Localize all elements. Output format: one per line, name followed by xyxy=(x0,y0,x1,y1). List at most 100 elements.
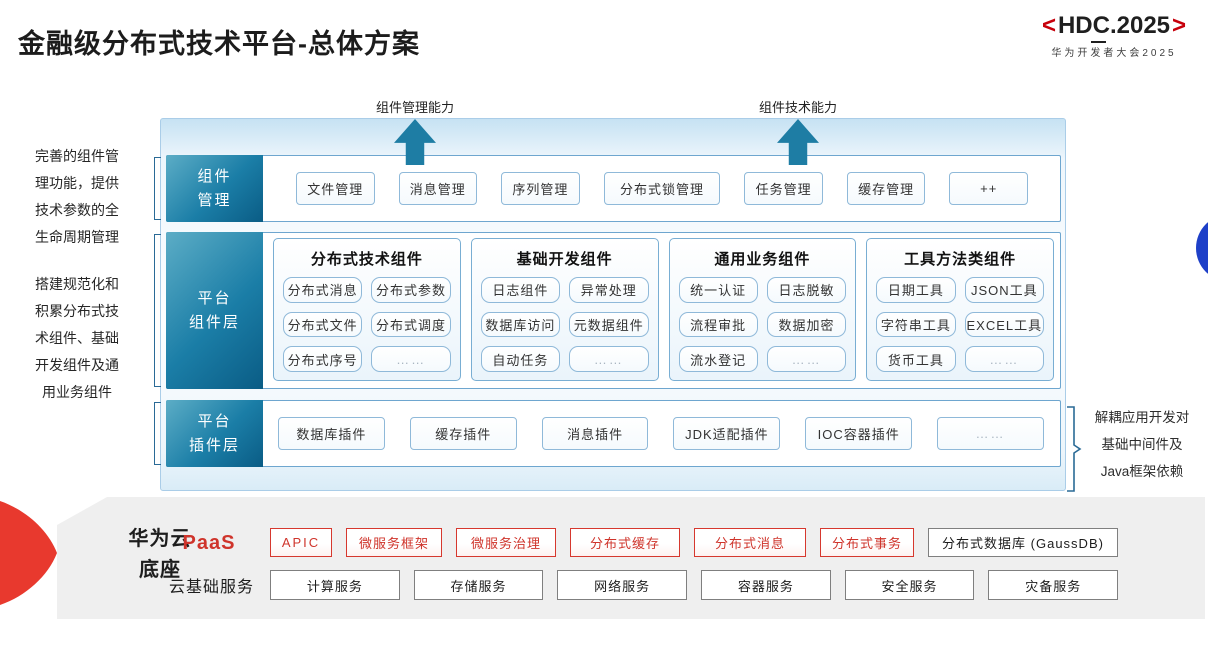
paas-item-gaussdb: 分布式数据库 (GaussDB) xyxy=(928,528,1118,557)
right-note-brace xyxy=(1066,406,1082,497)
right-note-line: Java框架依赖 xyxy=(1100,464,1184,479)
column-grid: 日期工具 JSON工具 字符串工具 EXCEL工具 货币工具 …… xyxy=(876,277,1044,372)
paas-item: 分布式消息 xyxy=(694,528,806,557)
plugin-item: 数据库插件 xyxy=(278,417,385,450)
layer-label-line: 插件层 xyxy=(188,436,240,454)
cloud-service-item: 安全服务 xyxy=(844,570,975,600)
right-note-decoupling: 解耦应用开发对 基础中间件及 Java框架依赖 xyxy=(1080,404,1204,485)
logo-subtitle: 华为开发者大会2025 xyxy=(1051,48,1177,59)
component-item: 日志脱敏 xyxy=(766,277,847,303)
component-item: 分布式参数 xyxy=(371,277,451,303)
component-item: 字符串工具 xyxy=(876,311,956,338)
left-note-management: 完善的组件管理功能，提供技术参数的全生命周期管理 xyxy=(35,148,119,245)
component-item-ellipsis: …… xyxy=(371,346,451,372)
up-arrow-icon xyxy=(777,119,819,165)
paas-item: 微服务治理 xyxy=(456,528,556,557)
page-title: 金融级分布式技术平台-总体方案 xyxy=(18,29,420,59)
plugin-item: 消息插件 xyxy=(541,417,649,450)
column-common-business: 通用业务组件 统一认证 日志脱敏 流程审批 数据加密 流水登记 …… xyxy=(668,238,857,381)
plugin-item: IOC容器插件 xyxy=(805,417,913,450)
cloud-service-item: 灾备服务 xyxy=(988,570,1119,600)
layer-label-component-management: 组件 管理 xyxy=(166,155,263,222)
layer-label-line: 平台 xyxy=(197,289,232,307)
component-item: 数据加密 xyxy=(766,311,847,338)
huawei-cloud-base-label: 华为云 底座 xyxy=(127,524,193,586)
cloud-service-item: 存储服务 xyxy=(413,570,544,600)
layer-label-platform-components: 平台 组件层 xyxy=(166,232,263,389)
huawei-cloud-foundation: 华为云 底座 PaaS 云基础服务 APIC 微服务框架 微服务治理 分布式缓存… xyxy=(57,497,1205,619)
right-note-line: 解耦应用开发对 xyxy=(1094,410,1190,425)
logo-title: HDC.2025 xyxy=(1056,12,1172,43)
paas-item: APIC xyxy=(270,528,332,557)
plugin-items: 数据库插件 缓存插件 消息插件 JDK适配插件 IOC容器插件 …… xyxy=(264,401,1060,466)
logo-c-underline xyxy=(1090,40,1106,43)
component-item: 流水登记 xyxy=(678,346,758,372)
plugin-item: 缓存插件 xyxy=(409,417,517,450)
layer-platform-components: 平台 组件层 分布式技术组件 分布式消息 分布式参数 分布式文件 分布式调度 分… xyxy=(154,232,1061,389)
layer-label-line: 管理 xyxy=(197,191,232,209)
platform-panel: 组件 管理 文件管理 消息管理 序列管理 分布式锁管理 任务管理 缓存管理 ++… xyxy=(154,118,1066,491)
paas-item: 分布式事务 xyxy=(820,528,914,557)
column-grid: 分布式消息 分布式参数 分布式文件 分布式调度 分布式序号 …… xyxy=(283,277,451,372)
capability-arrow-label: 组件管理能力 xyxy=(375,100,454,115)
foundation-label-line: 华为云 xyxy=(128,528,192,550)
column-header: 工具方法类组件 xyxy=(904,251,1017,268)
management-item: 任务管理 xyxy=(744,172,823,205)
column-distributed-tech: 分布式技术组件 分布式消息 分布式参数 分布式文件 分布式调度 分布式序号 …… xyxy=(273,238,461,381)
column-header: 基础开发组件 xyxy=(516,251,613,268)
component-item: 异常处理 xyxy=(569,277,649,303)
cloud-services-row: 计算服务 存储服务 网络服务 容器服务 安全服务 灾备服务 xyxy=(270,570,1119,600)
management-item: 消息管理 xyxy=(398,172,478,205)
paas-item: 分布式缓存 xyxy=(570,528,680,557)
cloud-basic-services-label: 云基础服务 xyxy=(169,579,255,596)
red-pointer-icon xyxy=(0,498,58,613)
layer-bracket xyxy=(154,157,161,220)
management-item: 文件管理 xyxy=(296,172,375,205)
hdc-2025-logo: <HDC.2025> 华为开发者大会2025 xyxy=(1024,12,1204,59)
layer-bracket xyxy=(154,234,161,387)
plugin-item-ellipsis: …… xyxy=(937,417,1044,450)
component-item-ellipsis: …… xyxy=(766,346,847,372)
hdc-logo-text: <HDC.2025> xyxy=(1024,12,1204,43)
layer-label-line: 组件 xyxy=(197,167,232,185)
component-item: 流程审批 xyxy=(678,311,758,338)
capability-arrow-management: 组件管理能力 xyxy=(370,97,460,165)
column-tool-methods: 工具方法类组件 日期工具 JSON工具 字符串工具 EXCEL工具 货币工具 …… xyxy=(866,238,1054,381)
component-item: 数据库访问 xyxy=(480,311,561,338)
component-item: 日期工具 xyxy=(876,277,956,303)
management-items: 文件管理 消息管理 序列管理 分布式锁管理 任务管理 缓存管理 ++ xyxy=(264,156,1060,221)
component-columns: 分布式技术组件 分布式消息 分布式参数 分布式文件 分布式调度 分布式序号 ……… xyxy=(264,233,1060,388)
column-grid: 统一认证 日志脱敏 流程审批 数据加密 流水登记 …… xyxy=(678,277,847,372)
column-header: 通用业务组件 xyxy=(714,251,811,268)
component-item: JSON工具 xyxy=(964,277,1044,303)
component-item: 自动任务 xyxy=(480,346,561,372)
capability-arrow-technical: 组件技术能力 xyxy=(753,97,843,165)
layer-platform-plugins: 平台 插件层 数据库插件 缓存插件 消息插件 JDK适配插件 IOC容器插件 …… xyxy=(154,400,1061,467)
blue-circle-decoration xyxy=(1196,214,1208,282)
layer-label-platform-plugins: 平台 插件层 xyxy=(166,400,263,467)
cloud-service-item: 网络服务 xyxy=(557,570,688,600)
management-item: 分布式锁管理 xyxy=(603,172,721,205)
paas-label: PaaS xyxy=(182,532,236,554)
column-header: 分布式技术组件 xyxy=(310,251,423,268)
component-item: 分布式消息 xyxy=(283,277,363,303)
paas-services-row: APIC 微服务框架 微服务治理 分布式缓存 分布式消息 分布式事务 分布式数据… xyxy=(270,528,1118,557)
logo-left-bracket: < xyxy=(1041,12,1056,39)
plugin-item: JDK适配插件 xyxy=(673,417,781,450)
component-item: 日志组件 xyxy=(480,277,561,303)
component-item: 分布式调度 xyxy=(371,311,451,338)
component-item: 货币工具 xyxy=(876,346,956,372)
management-item-plus: ++ xyxy=(949,172,1028,205)
cloud-service-item: 容器服务 xyxy=(701,570,831,600)
layer-label-line: 组件层 xyxy=(188,313,240,331)
component-item: 统一认证 xyxy=(678,277,758,303)
logo-right-bracket: > xyxy=(1172,12,1187,39)
component-item: 元数据组件 xyxy=(569,311,649,338)
component-item: 分布式序号 xyxy=(283,346,363,372)
right-note-line: 基础中间件及 xyxy=(1101,437,1183,452)
cloud-service-item: 计算服务 xyxy=(270,570,400,600)
foundation-label-line: 底座 xyxy=(139,559,181,581)
component-item-ellipsis: …… xyxy=(569,346,649,372)
layer-label-line: 平台 xyxy=(197,412,232,430)
column-basic-dev: 基础开发组件 日志组件 异常处理 数据库访问 元数据组件 自动任务 …… xyxy=(470,238,659,381)
